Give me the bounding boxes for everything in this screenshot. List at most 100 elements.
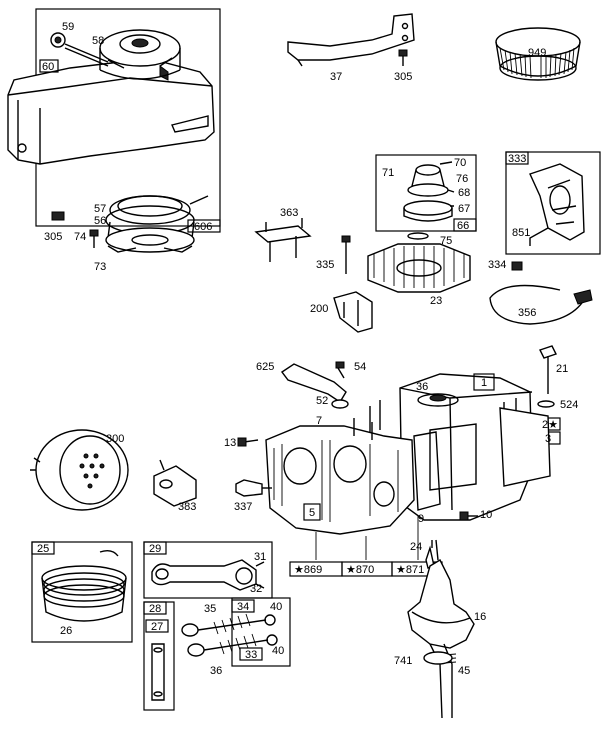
label-3: 3 [545,433,551,445]
timing-gear-45 [423,651,453,665]
label-9: 9 [418,513,424,525]
armature-group [489,151,601,325]
label-74: 74 [74,231,86,243]
label-27: 27 [151,621,163,633]
label-37: 37 [330,71,342,83]
label-949: 949 [528,47,546,59]
label-29: 29 [149,543,161,555]
label-23: 23 [430,295,442,307]
starter-ratchet [105,227,195,253]
label-57: 57 [94,203,106,215]
valve-group [143,597,291,711]
label-305b: 305 [44,231,62,243]
label-16: 16 [474,611,486,623]
label-10: 10 [480,509,492,521]
label-305a: 305 [394,71,412,83]
cylinder-head [265,425,415,535]
label-36: 36 [210,665,222,677]
label-40a: 40 [270,601,282,613]
screw-305-left [51,211,65,221]
blower-housing-group [7,8,221,253]
piston-rings [41,565,127,591]
label-741: 741 [394,655,412,667]
control-bracket-group [287,13,415,67]
label-32: 32 [250,583,262,595]
crankshaft-group [407,539,475,719]
screw-305-top [398,49,408,57]
part-box-29 [143,541,167,555]
ignition-armature [529,163,585,241]
label-54: 54 [354,361,366,373]
label-334: 334 [488,259,506,271]
puller-kit-group [375,154,477,240]
brake-bracket-363 [254,225,312,243]
label-68: 68 [458,187,470,199]
spacer-group [153,459,197,507]
label-200: 200 [310,303,328,315]
label-40b: 40 [272,645,284,657]
part-box-1 [473,373,495,391]
connecting-rod-frame [143,541,273,599]
label-363: 363 [280,207,298,219]
piston-group [31,541,133,643]
part-labels: 59 58 60 37 305 949 57 56 305 74 73 606 … [37,21,578,677]
control-bracket [287,13,415,61]
part-box-60 [39,59,59,73]
part-box-606 [187,219,221,233]
label-869: ★869 [294,564,322,576]
label-26: 26 [60,625,72,637]
label-7: 7 [316,415,322,427]
label-21: 21 [556,363,568,375]
crankshaft [407,559,475,649]
part-box-28 [143,601,167,615]
flywheel [367,243,471,293]
label-28: 28 [149,603,161,615]
label-59: 59 [62,21,74,33]
rewind-spring [109,195,191,225]
label-35: 35 [204,603,216,615]
part-box-66 [453,218,477,232]
label-36-top: 36 [416,381,428,393]
label-58: 58 [92,35,104,47]
label-71: 71 [382,167,394,179]
armature-frame [505,151,601,255]
valve-frame-right [231,597,291,667]
engine-block-group [235,345,561,577]
label-337: 337 [234,501,252,513]
label-1: 1 [481,377,487,389]
valve-35 [181,623,199,637]
label-75: 75 [440,235,452,247]
valve-36 [187,643,205,657]
part-box-33 [239,647,263,661]
label-13: 13 [224,437,236,449]
label-76: 76 [456,173,468,185]
label-851: 851 [512,227,530,239]
connecting-rod-group [143,541,273,599]
label-5: 5 [309,507,315,519]
screw-334 [511,261,523,271]
part-box-25 [31,541,55,555]
washer-75 [407,232,429,240]
label-606: 606 [194,221,212,233]
label-25: 25 [37,543,49,555]
piston-frame [31,541,133,643]
puller-kit-frame [375,154,477,232]
part-box-27 [145,619,169,633]
label-524: 524 [560,399,578,411]
spacer-383 [153,465,197,507]
label-67: 67 [458,203,470,215]
rotating-screen-group [495,27,581,81]
blower-housing [7,59,215,165]
label-52: 52 [316,395,328,407]
spark-plug [235,479,263,497]
label-870: ★870 [346,564,374,576]
cylinder-block [399,373,533,521]
breather-tube [280,363,347,403]
label-34: 34 [237,601,249,613]
label-70: 70 [454,157,466,169]
label-383: 383 [178,501,196,513]
label-24: 24 [410,541,422,553]
label-335: 335 [316,259,334,271]
part-box-5 [303,503,321,521]
